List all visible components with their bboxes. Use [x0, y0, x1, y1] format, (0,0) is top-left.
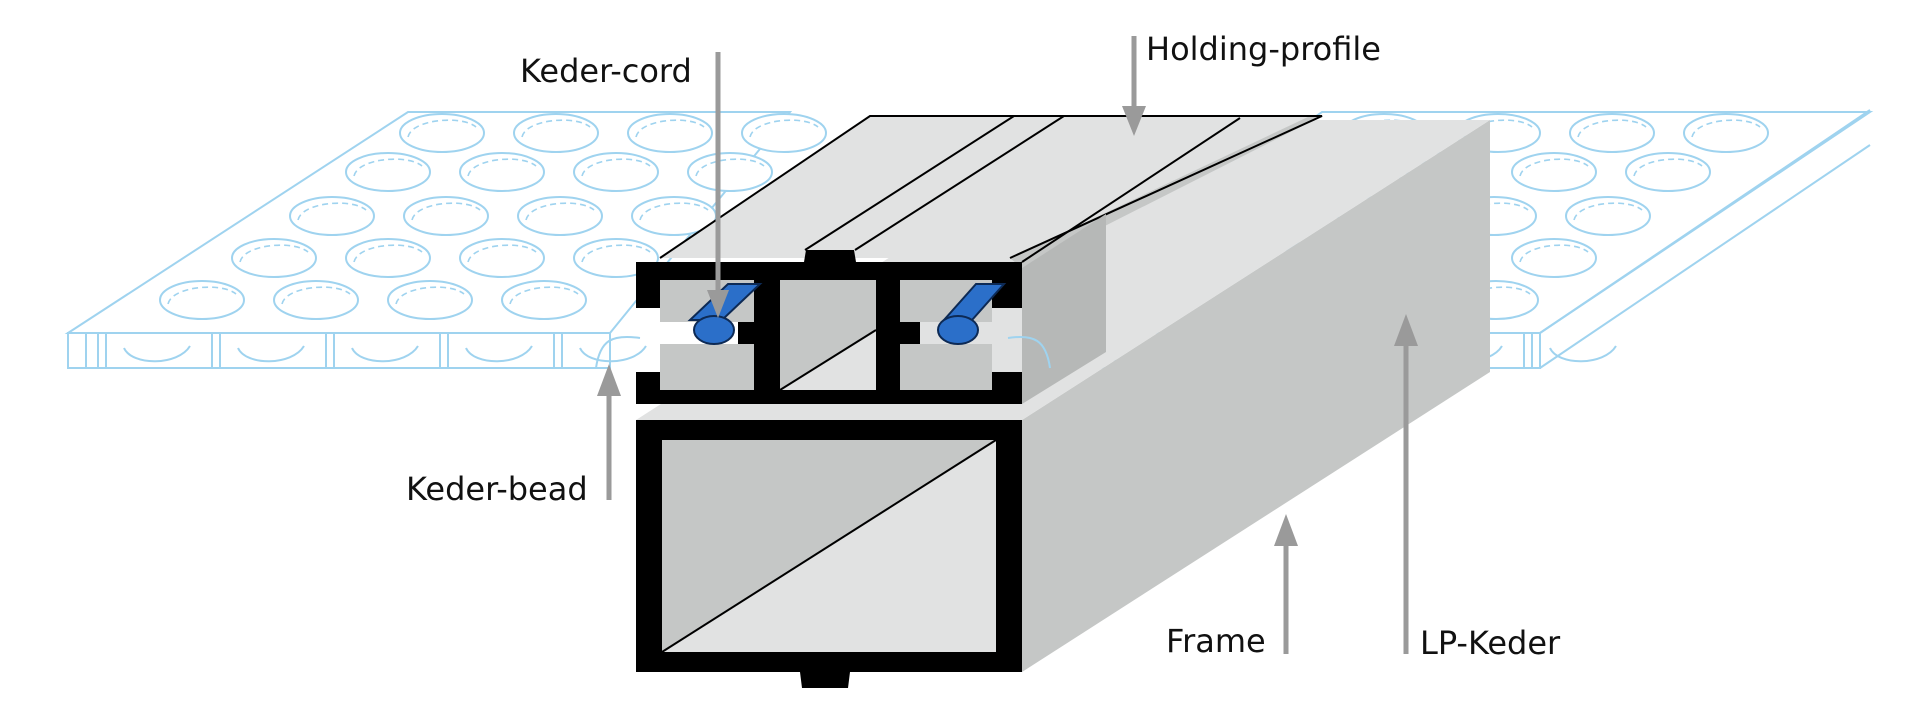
- panel-cell: [325, 333, 419, 368]
- panel-bubble: [1625, 152, 1711, 192]
- panel-bubble: [345, 238, 431, 278]
- keder-cord-label: Keder-cord: [520, 52, 692, 90]
- panel-bubble: [1511, 238, 1597, 278]
- panel-cell: [1523, 333, 1617, 368]
- right-keder-bead-curve: [1007, 335, 1051, 369]
- panel-bubble: [231, 238, 317, 278]
- panel-bubble: [517, 196, 603, 236]
- panel-bubble: [501, 280, 587, 320]
- panel-bubble: [1569, 113, 1655, 153]
- panel-bubble: [1511, 152, 1597, 192]
- panel-cell: [553, 333, 647, 368]
- panel-bubble: [573, 152, 659, 192]
- lp-keder-arrow: [1394, 314, 1418, 654]
- left-keder-bead-curve: [595, 335, 641, 369]
- left-lp-panel: [64, 111, 827, 369]
- panel-cell: [439, 333, 533, 368]
- panel-bubble: [273, 280, 359, 320]
- panel-bubble: [513, 113, 599, 153]
- holding-profile-arrow: [1122, 36, 1146, 136]
- panel-bubble: [403, 196, 489, 236]
- frame-arrow: [1274, 514, 1298, 654]
- panel-bubble: [399, 113, 485, 153]
- panel-bubble: [741, 113, 827, 153]
- panel-bubble: [1565, 196, 1651, 236]
- lp-keder-label: LP-Keder: [1420, 624, 1561, 662]
- holding-profile-extrusion: [636, 115, 1323, 404]
- panel-bubble: [459, 152, 545, 192]
- keder-cord-arrow: [707, 52, 729, 318]
- holding-profile-label: Holding-profile: [1146, 30, 1381, 68]
- keder-bead-label: Keder-bead: [406, 470, 588, 508]
- panel-cell: [211, 333, 305, 368]
- panel-bubble: [459, 238, 545, 278]
- frame-label: Frame: [1166, 622, 1266, 660]
- panel-bubble: [289, 196, 375, 236]
- panel-bubble: [687, 152, 773, 192]
- panel-bubble: [627, 113, 713, 153]
- panel-bubble: [345, 152, 431, 192]
- keder-bead-arrow: [597, 364, 621, 500]
- panel-bubble: [1683, 113, 1769, 153]
- panel-bubble: [387, 280, 473, 320]
- panel-cell: [97, 333, 191, 368]
- panel-bubble: [159, 280, 245, 320]
